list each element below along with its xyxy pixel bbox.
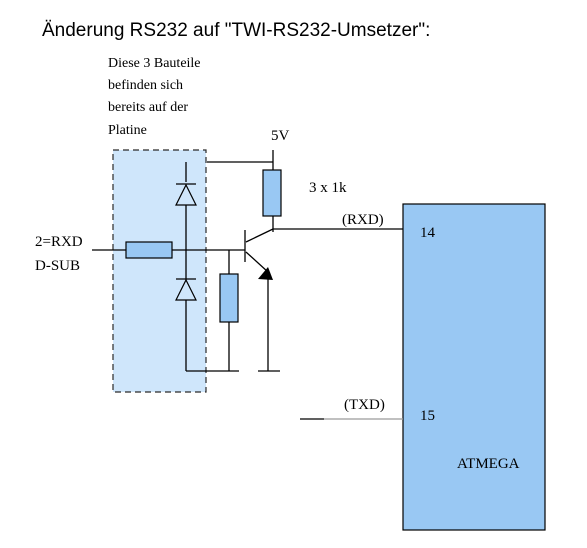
input-label-rxd: 2=RXD [35,234,83,250]
atmega-label: ATMEGA [457,456,520,472]
diagram-title: Änderung RS232 auf "TWI-RS232-Umsetzer": [42,20,430,41]
emitter-arrow [258,267,273,280]
emitter-lead [245,251,269,273]
pin-15-label: 15 [420,408,435,424]
note-line-3: bereits auf der [108,100,188,115]
pullup-resistor [262,169,282,217]
txd-label: (TXD) [344,397,385,413]
series-resistor [125,241,173,259]
pin-14-label: 14 [420,225,436,241]
board-note: Diese 3 Bauteile befinden sich bereits a… [108,56,201,138]
note-line-2: befinden sich [108,78,183,93]
note-line-1: Diese 3 Bauteile [108,56,201,71]
collector-lead [245,228,274,243]
input-label-dsub: D-SUB [35,258,80,274]
supply-label: 5V [271,128,290,144]
board-region [112,149,207,393]
rxd-label: (RXD) [342,212,384,228]
pulldown-resistor [219,273,239,323]
note-line-4: Platine [108,123,147,138]
atmega-chip [402,203,546,531]
resistor-count-label: 3 x 1k [309,180,347,196]
